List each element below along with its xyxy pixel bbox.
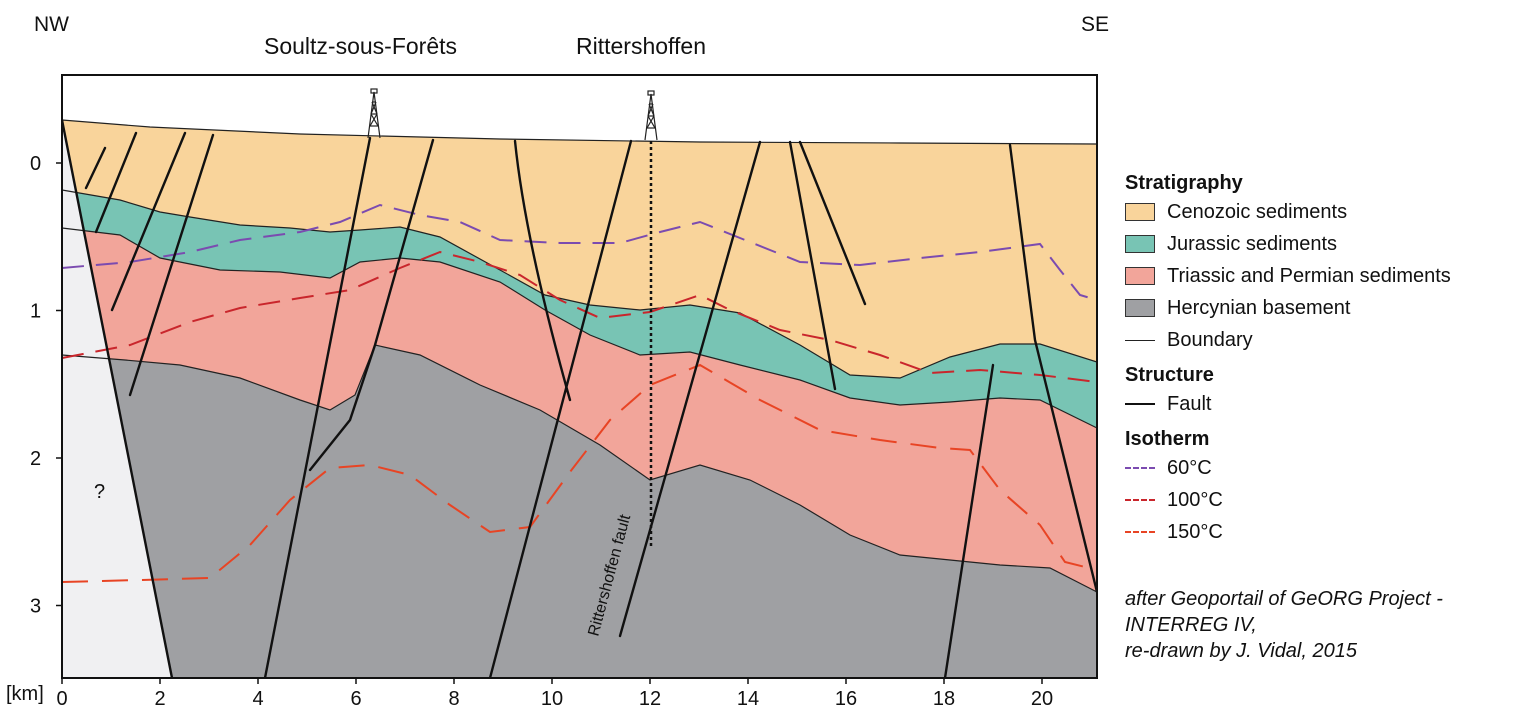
stratigraphy-label: Hercynian basement bbox=[1167, 296, 1351, 319]
isotherm-60-line bbox=[62, 203, 1097, 301]
fault-c bbox=[110, 131, 187, 312]
boundary-label: Boundary bbox=[1167, 328, 1253, 351]
fault-swatch bbox=[1125, 403, 1155, 405]
isotherm-label: 100°C bbox=[1167, 488, 1223, 511]
fault-legend-label: Fault bbox=[1167, 392, 1212, 415]
fault-soultz bbox=[263, 136, 372, 678]
credit-note: after Geoportail of GeORG Project - INTE… bbox=[1125, 586, 1520, 664]
distance-tick-label: 10 bbox=[541, 688, 563, 710]
fault-a bbox=[84, 146, 107, 190]
fault-g bbox=[488, 139, 633, 678]
site-rittershoffen-label: Rittershoffen bbox=[576, 33, 706, 59]
legend-isotherm-item: 100°C bbox=[1125, 484, 1522, 516]
isotherm-swatch bbox=[1125, 467, 1155, 469]
legend-isotherm-item: 60°C bbox=[1125, 452, 1522, 484]
legend-fault-item: Fault bbox=[1125, 388, 1522, 420]
legend-isotherm-item: 150°C bbox=[1125, 516, 1522, 548]
triassic-permian-unit bbox=[62, 228, 1097, 592]
distance-tick-label: 0 bbox=[56, 688, 67, 710]
distance-tick-label: 12 bbox=[639, 688, 661, 710]
fault-f bbox=[513, 139, 572, 402]
legend-stratigraphy-item: Cenozoic sediments bbox=[1125, 196, 1522, 228]
legend-boundary-item: Boundary bbox=[1125, 324, 1522, 356]
fault-l bbox=[943, 363, 995, 678]
stratigraphy-swatch bbox=[1125, 299, 1155, 317]
isotherm-title: Isotherm bbox=[1125, 428, 1210, 450]
fault-k bbox=[1008, 143, 1097, 594]
soultz-derrick-icon bbox=[367, 88, 381, 139]
distance-tick-label: 4 bbox=[252, 688, 263, 710]
fault-e bbox=[308, 138, 435, 472]
distance-tick-label: 16 bbox=[835, 688, 857, 710]
fault-b bbox=[94, 131, 138, 234]
credit-line-1: after Geoportail of GeORG Project - bbox=[1125, 588, 1443, 610]
boundary-swatch bbox=[1125, 339, 1155, 341]
depth-unit-label: [km] bbox=[6, 683, 44, 705]
stratigraphy-label: Jurassic sediments bbox=[1167, 232, 1338, 255]
fault-j bbox=[798, 140, 867, 306]
border-fault bbox=[62, 118, 174, 678]
stratigraphy-label: Triassic and Permian sediments bbox=[1167, 264, 1451, 287]
legend-stratigraphy-item: Jurassic sediments bbox=[1125, 228, 1522, 260]
stratigraphy-title: Stratigraphy bbox=[1125, 172, 1243, 194]
stratigraphy-label: Cenozoic sediments bbox=[1167, 200, 1348, 223]
legend-stratigraphy-item: Hercynian basement bbox=[1125, 292, 1522, 324]
direction-se: SE bbox=[1081, 13, 1109, 36]
distance-tick-label: 8 bbox=[448, 688, 459, 710]
depth-tick-label: 3 bbox=[30, 596, 41, 618]
boundary-lines bbox=[62, 119, 1097, 593]
cenozoic-unit bbox=[62, 120, 1097, 378]
distance-tick-label: 2 bbox=[154, 688, 165, 710]
depth-tick-label: 2 bbox=[30, 448, 41, 470]
unknown-marker: ? bbox=[94, 481, 105, 503]
distance-axis-ticks: 0 2 4 6 8 10 12 14 16 18 20 bbox=[56, 678, 1053, 710]
section-frame bbox=[61, 74, 1098, 679]
isotherm-100-line bbox=[62, 250, 1097, 383]
isotherm-label: 150°C bbox=[1167, 520, 1223, 543]
structure-title: Structure bbox=[1125, 364, 1214, 386]
distance-tick-label: 6 bbox=[350, 688, 361, 710]
isotherm-label: 60°C bbox=[1167, 456, 1212, 479]
isotherm-swatch bbox=[1125, 499, 1155, 501]
fault-d bbox=[128, 133, 215, 397]
credit-line-3: re-drawn by J. Vidal, 2015 bbox=[1125, 640, 1357, 662]
depth-tick-label: 1 bbox=[30, 301, 41, 323]
depth-tick-label: 0 bbox=[30, 153, 41, 175]
stratigraphy-swatch bbox=[1125, 267, 1155, 285]
credit-line-2: INTERREG IV, bbox=[1125, 614, 1257, 636]
isotherm-swatch bbox=[1125, 531, 1155, 533]
distance-tick-label: 20 bbox=[1031, 688, 1053, 710]
direction-nw: NW bbox=[34, 13, 69, 36]
faults bbox=[62, 118, 1097, 678]
distance-tick-label: 14 bbox=[737, 688, 759, 710]
stratigraphy-swatch bbox=[1125, 203, 1155, 221]
isotherm-list: 60°C 100°C 150°C bbox=[1125, 452, 1522, 548]
rittershoffen-derrick-icon bbox=[644, 90, 658, 141]
legend-stratigraphy-item: Triassic and Permian sediments bbox=[1125, 260, 1522, 292]
distance-tick-label: 18 bbox=[933, 688, 955, 710]
isotherm-150-line bbox=[62, 363, 1097, 583]
depth-axis-ticks: 0 1 2 3 bbox=[30, 153, 62, 618]
section-body bbox=[62, 118, 1097, 678]
hercynian-basement-unit bbox=[62, 345, 1097, 678]
fault-i bbox=[788, 140, 837, 391]
fault-h bbox=[618, 140, 762, 638]
stratigraphy-swatch bbox=[1125, 235, 1155, 253]
site-soultz-label: Soultz-sous-Forêts bbox=[264, 33, 457, 59]
